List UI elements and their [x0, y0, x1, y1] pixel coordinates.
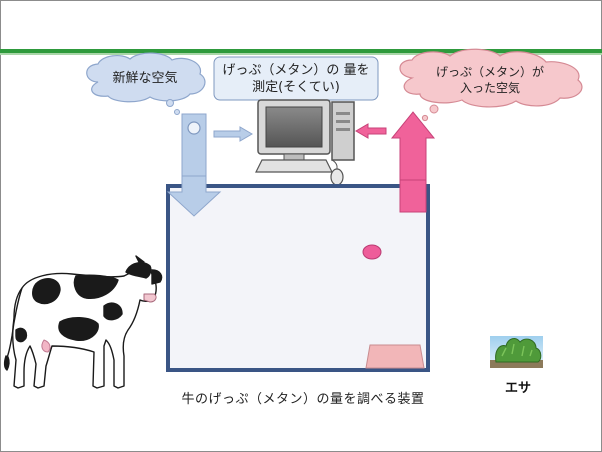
methane-air-label: げっぷ（メタン）が 入った空気 — [400, 64, 580, 96]
fresh-air-label: 新鮮な空気 — [112, 71, 178, 86]
feed-tray — [365, 344, 425, 369]
measurement-label-line1: げっぷ（メタン）の 量を — [222, 63, 370, 78]
computer-icon — [255, 99, 355, 186]
diagram-caption: 牛のげっぷ（メタン）の量を調べる装置 — [181, 392, 425, 407]
methane-to-computer-arrow — [355, 123, 387, 139]
header-rule — [0, 49, 602, 55]
cow-icon — [3, 255, 163, 389]
measurement-label: げっぷ（メタン）の 量を 測定(そくてい) — [214, 62, 378, 96]
methane-air-label-line2: 入った空気 — [459, 81, 520, 95]
sample-to-computer-arrow — [213, 126, 253, 142]
measurement-chamber — [166, 184, 430, 372]
methane-air-label-line1: げっぷ（メタン）が — [435, 65, 544, 79]
measurement-label-line2: 測定(そくてい) — [252, 80, 340, 95]
methane-air-bubble — [399, 48, 583, 122]
grass-icon — [490, 336, 543, 368]
inlet-opening — [187, 121, 201, 135]
sensor-dot — [362, 244, 382, 260]
fresh-air-bubble — [86, 52, 206, 115]
feed-label: エサ — [504, 381, 531, 396]
